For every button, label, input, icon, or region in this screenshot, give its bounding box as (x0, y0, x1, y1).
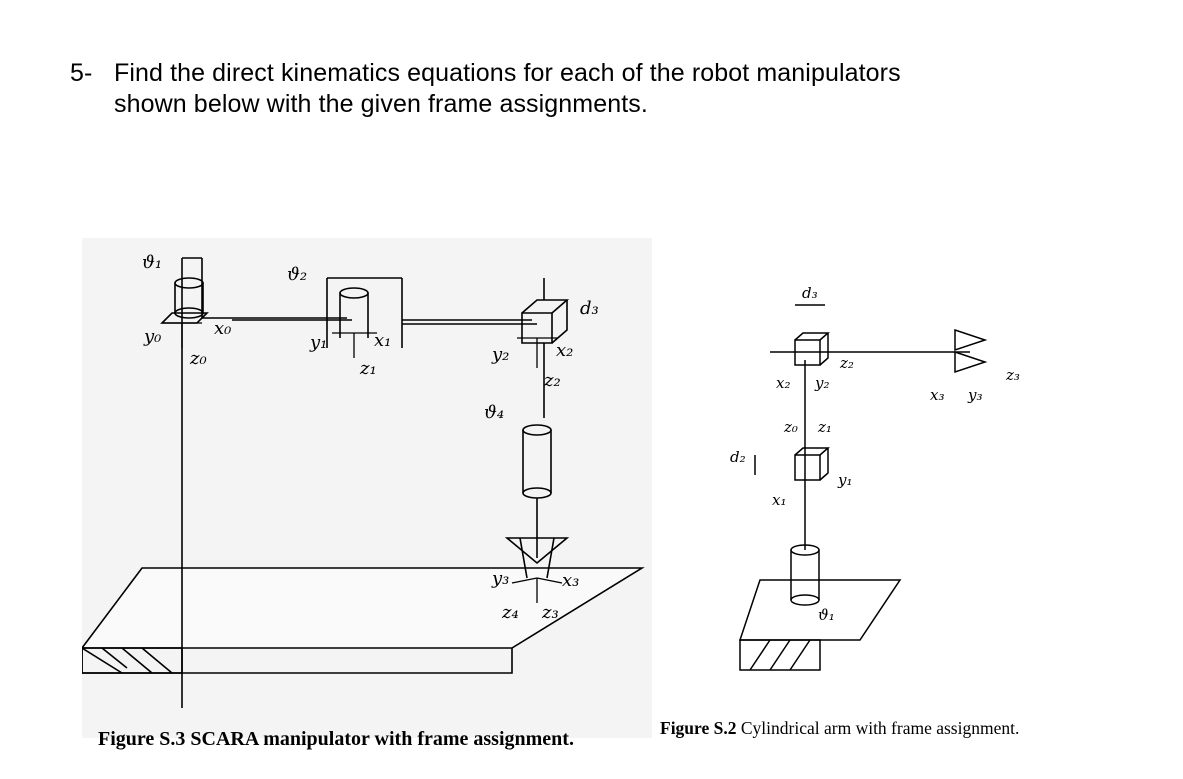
cylindrical-diagram: d₃ x₂ y₂ z₂ z₀ z₁ d₂ y₁ x₁ ϑ₁ x₃ y₃ z₃ (730, 284, 1020, 671)
scara-z2-label: z₂ (543, 370, 561, 391)
cyl-z0-label: z₀ (783, 418, 798, 436)
cyl-x1-label: x₁ (772, 491, 786, 509)
question-text: 5- Find the direct kinematics equations f… (70, 58, 1150, 120)
cylindrical-caption: Figure S.2 Cylindrical arm with frame as… (660, 718, 1019, 739)
scara-x1-label: x₁ (374, 330, 391, 351)
scan-background (82, 238, 652, 738)
question-line-1: Find the direct kinematics equations for… (114, 59, 901, 87)
cyl-z2-label: z₂ (839, 354, 854, 372)
scara-z0-label: z₀ (189, 348, 207, 369)
cylindrical-caption-text: Cylindrical arm with frame assignment. (736, 718, 1020, 738)
cyl-z1-label: z₁ (817, 418, 832, 436)
scara-figure: ϑ₁ ϑ₂ d₃ y₀ x₀ z₀ y₁ x₁ z₁ y₂ x₂ z₂ ϑ₄ y… (80, 238, 652, 758)
scara-diagram: ϑ₁ ϑ₂ d₃ y₀ x₀ z₀ y₁ x₁ z₁ y₂ x₂ z₂ ϑ₄ y… (80, 238, 652, 738)
scara-z3-label: z₃ (541, 602, 559, 623)
cylindrical-figure: d₃ x₂ y₂ z₂ z₀ z₁ d₂ y₁ x₁ ϑ₁ x₃ y₃ z₃ (700, 280, 1110, 700)
scara-caption-text: SCARA manipulator with frame assignment. (185, 728, 574, 750)
scara-z1-label: z₁ (359, 358, 377, 379)
question-line-2: shown below with the given frame assignm… (114, 90, 648, 118)
scara-caption-label: Figure S.3 (98, 728, 186, 750)
cyl-x3-label: x₃ (930, 386, 944, 404)
scara-y2-label: y₂ (491, 344, 509, 365)
cylindrical-caption-label: Figure S.2 (660, 718, 737, 738)
cyl-z3-label: z₃ (1005, 366, 1020, 384)
cyl-d2-label: d₂ (730, 448, 746, 466)
scara-d3-label: d₃ (580, 298, 599, 319)
scara-theta1-label: ϑ₁ (142, 252, 162, 273)
scara-y3-label: y₃ (491, 568, 509, 589)
scara-y0-label: y₀ (143, 326, 161, 347)
scara-caption: Figure S.3 SCARA manipulator with frame … (98, 728, 574, 751)
cyl-theta1-label: ϑ₁ (818, 606, 835, 624)
cyl-y1-label: y₁ (837, 471, 853, 489)
scara-y1-label: y₁ (309, 332, 327, 353)
scara-x0-label: x₀ (214, 318, 231, 339)
cyl-x2-label: x₂ (776, 374, 790, 392)
scara-z4-label: z₄ (501, 602, 519, 623)
question-number: 5- (70, 59, 93, 87)
cyl-d3-label: d₃ (802, 284, 818, 302)
cyl-y3-label: y₃ (967, 386, 983, 404)
scara-theta2-label: ϑ₂ (287, 264, 307, 285)
cyl-y2-label: y₂ (814, 374, 830, 392)
scara-theta4-label: ϑ₄ (484, 402, 504, 423)
scara-x3-label: x₃ (562, 570, 579, 591)
scara-x2-label: x₂ (556, 340, 573, 361)
